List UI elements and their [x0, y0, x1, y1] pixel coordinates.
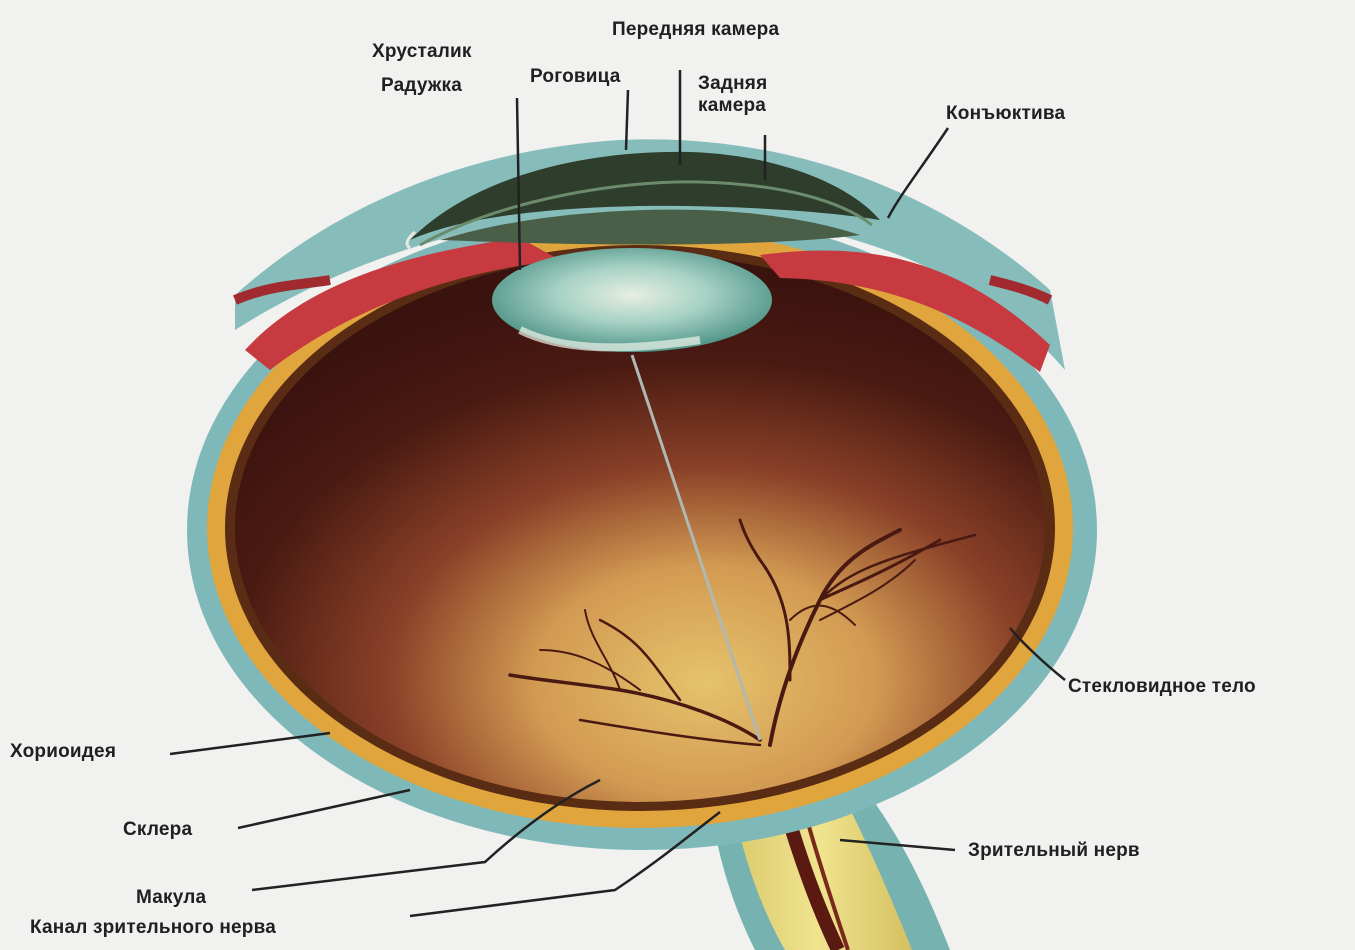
- lens-label: Хрусталик: [372, 42, 472, 62]
- macula-label: Макула: [136, 888, 206, 908]
- anterior-chamber-label: Передняя камера: [612, 20, 779, 40]
- optic-nerve-canal-label: Канал зрительного нерва: [30, 918, 276, 938]
- cornea-label: Роговица: [530, 67, 621, 87]
- vitreous-body-label: Стекловидное тело: [1068, 677, 1256, 697]
- conjunctiva-label: Конъюктива: [946, 104, 1065, 124]
- iris-label: Радужка: [381, 76, 462, 96]
- choroid-label: Хориоидея: [10, 742, 116, 762]
- posterior-chamber-label-line2: камера: [698, 96, 766, 116]
- posterior-chamber-label-line1: Задняя: [698, 74, 767, 94]
- optic-nerve-label: Зрительный нерв: [968, 841, 1140, 861]
- sclera-label: Склера: [123, 820, 192, 840]
